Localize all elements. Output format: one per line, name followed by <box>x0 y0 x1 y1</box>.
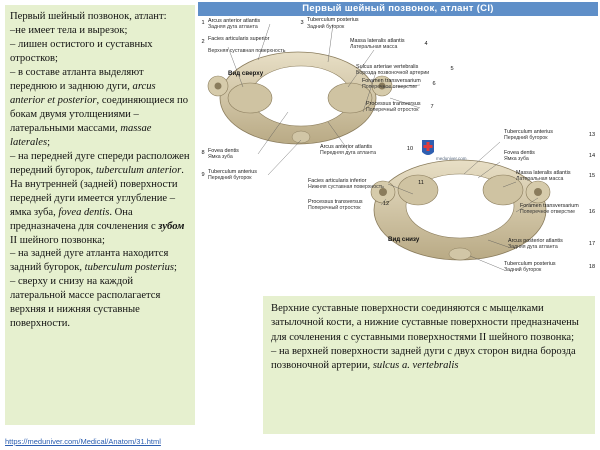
label-num-9: 9 <box>201 172 204 178</box>
source-link[interactable]: https://meduniver.com/Medical/Anatom/31.… <box>5 437 161 446</box>
label-num-10: 10 <box>407 146 413 152</box>
label-num-15: 15 <box>589 173 595 179</box>
label-15-latin: Massa lateralis atlantis <box>516 170 571 176</box>
label-3-russian: Задний бугорок <box>307 23 345 30</box>
atlas-heading: Первый шейный позвонок, атлант: <box>10 11 167 22</box>
label-12-russian: Поперечный отросток <box>308 204 361 211</box>
label-5-latin: Sulcus arteriae vertebralis <box>356 64 419 70</box>
point-articular-surfaces: – сверху и снизу на каждой латеральной м… <box>10 276 161 330</box>
point-no-processes: – лишен остистого и суставных отростков; <box>10 38 153 64</box>
meduniver-logo: meduniver.com <box>422 140 467 161</box>
label-11-latin: Facies articularis inferior <box>308 178 367 184</box>
atlas-illustration: Вид сверху Вид снизу meduniver.com <box>201 17 595 273</box>
label-num-18: 18 <box>589 264 595 270</box>
label-num-14: 14 <box>589 153 595 159</box>
label-3-latin: Tuberculum posterius <box>307 17 359 23</box>
label-num-3: 3 <box>300 20 303 26</box>
label-num-4: 4 <box>424 41 427 47</box>
label-16-russian: Поперечное отверстие <box>520 209 575 215</box>
label-17-latin: Arcus posterior atlantis <box>508 238 563 244</box>
label-7-russian: Поперечный отросток <box>366 106 419 113</box>
label-num-2: 2 <box>201 39 204 45</box>
label-6-russian: Поперечное отверстие <box>362 84 417 90</box>
articular-surfaces-text: Верхние суставные поверхности соединяютс… <box>271 303 579 343</box>
atlas-bottom-view <box>370 159 551 261</box>
label-num-7: 7 <box>430 104 433 110</box>
label-4-latin: Massa lateralis atlantis <box>350 38 405 44</box>
label-num-1: 1 <box>201 20 204 26</box>
label-9-russian: Передний бугорок <box>208 174 252 181</box>
label-num-5: 5 <box>450 66 453 72</box>
atlas-figure: Первый шейный позвонок, атлант (CI) Вид … <box>198 2 598 297</box>
label-num-12: 12 <box>383 201 389 207</box>
label-1-russian: Задняя дуга атланта <box>208 24 258 30</box>
label-17-russian: Задняя дуга атланта <box>508 244 558 250</box>
label-16-latin: Foramen transversarium <box>520 203 579 209</box>
label-8-latin: Fovea dentis <box>208 148 239 154</box>
point-anterior-tubercle: – на передней дуге спереди расположен пе… <box>10 150 190 246</box>
label-14-latin: Fovea dentis <box>504 150 535 156</box>
label-num-11: 11 <box>418 180 424 186</box>
left-text-panel: Первый шейный позвонок, атлант: –не имее… <box>5 5 195 425</box>
label-8-russian: Ямка зуба <box>208 154 233 160</box>
figure-title: Первый шейный позвонок, атлант (CI) <box>198 2 598 16</box>
label-11-russian: Нижняя суставная поверхность <box>308 184 384 190</box>
sulcus-text: – на верхней поверхности задней дуги с д… <box>271 345 576 372</box>
label-10-latin: Arcus anterior atlantis <box>320 144 372 150</box>
label-18-latin: Tuberculum posterius <box>504 261 556 267</box>
label-9-latin: Tuberculum anterius <box>208 169 257 175</box>
label-13-russian: Передний бугорок <box>504 134 548 141</box>
label-num-13: 13 <box>589 132 595 138</box>
label-15-russian: Латеральная масса <box>516 176 564 182</box>
label-7-latin: Processus transversus <box>366 101 421 107</box>
right-text-panel: Верхние суставные поверхности соединяютс… <box>263 296 595 434</box>
label-2-russian: Верхняя суставная поверхность <box>208 48 286 54</box>
label-5-russian: Борозда позвоночной артерии <box>356 69 429 76</box>
atlas-top-view <box>207 51 393 145</box>
watermark-text: meduniver.com <box>436 156 467 161</box>
label-num-16: 16 <box>589 209 595 215</box>
view-top-label: Вид сверху <box>228 70 264 77</box>
label-14-russian: Ямка зуба <box>504 156 529 162</box>
label-num-6: 6 <box>432 81 435 87</box>
label-6-latin: Foramen transversarium <box>362 78 421 84</box>
label-1-latin: Arcus anterior atlantis <box>208 18 260 24</box>
label-12-latin: Processus transversus <box>308 199 363 205</box>
label-13-latin: Tuberculum anterius <box>504 129 553 135</box>
label-2-latin: Facies articularis superior <box>208 36 270 42</box>
label-num-8: 8 <box>201 150 204 156</box>
label-4-russian: Латеральная масса <box>350 44 398 50</box>
label-18-russian: Задний бугорок <box>504 266 542 273</box>
view-bottom-label: Вид снизу <box>388 236 420 243</box>
point-posterior-tubercle: – на задней дуге атланта находится задни… <box>10 248 177 274</box>
point-arches: – в составе атланта выделяют переднюю и … <box>10 66 189 148</box>
label-num-17: 17 <box>589 241 595 247</box>
point-no-body: –не имеет тела и вырезок; <box>10 24 128 36</box>
label-10-russian: Передняя дуга атланта <box>320 150 376 156</box>
